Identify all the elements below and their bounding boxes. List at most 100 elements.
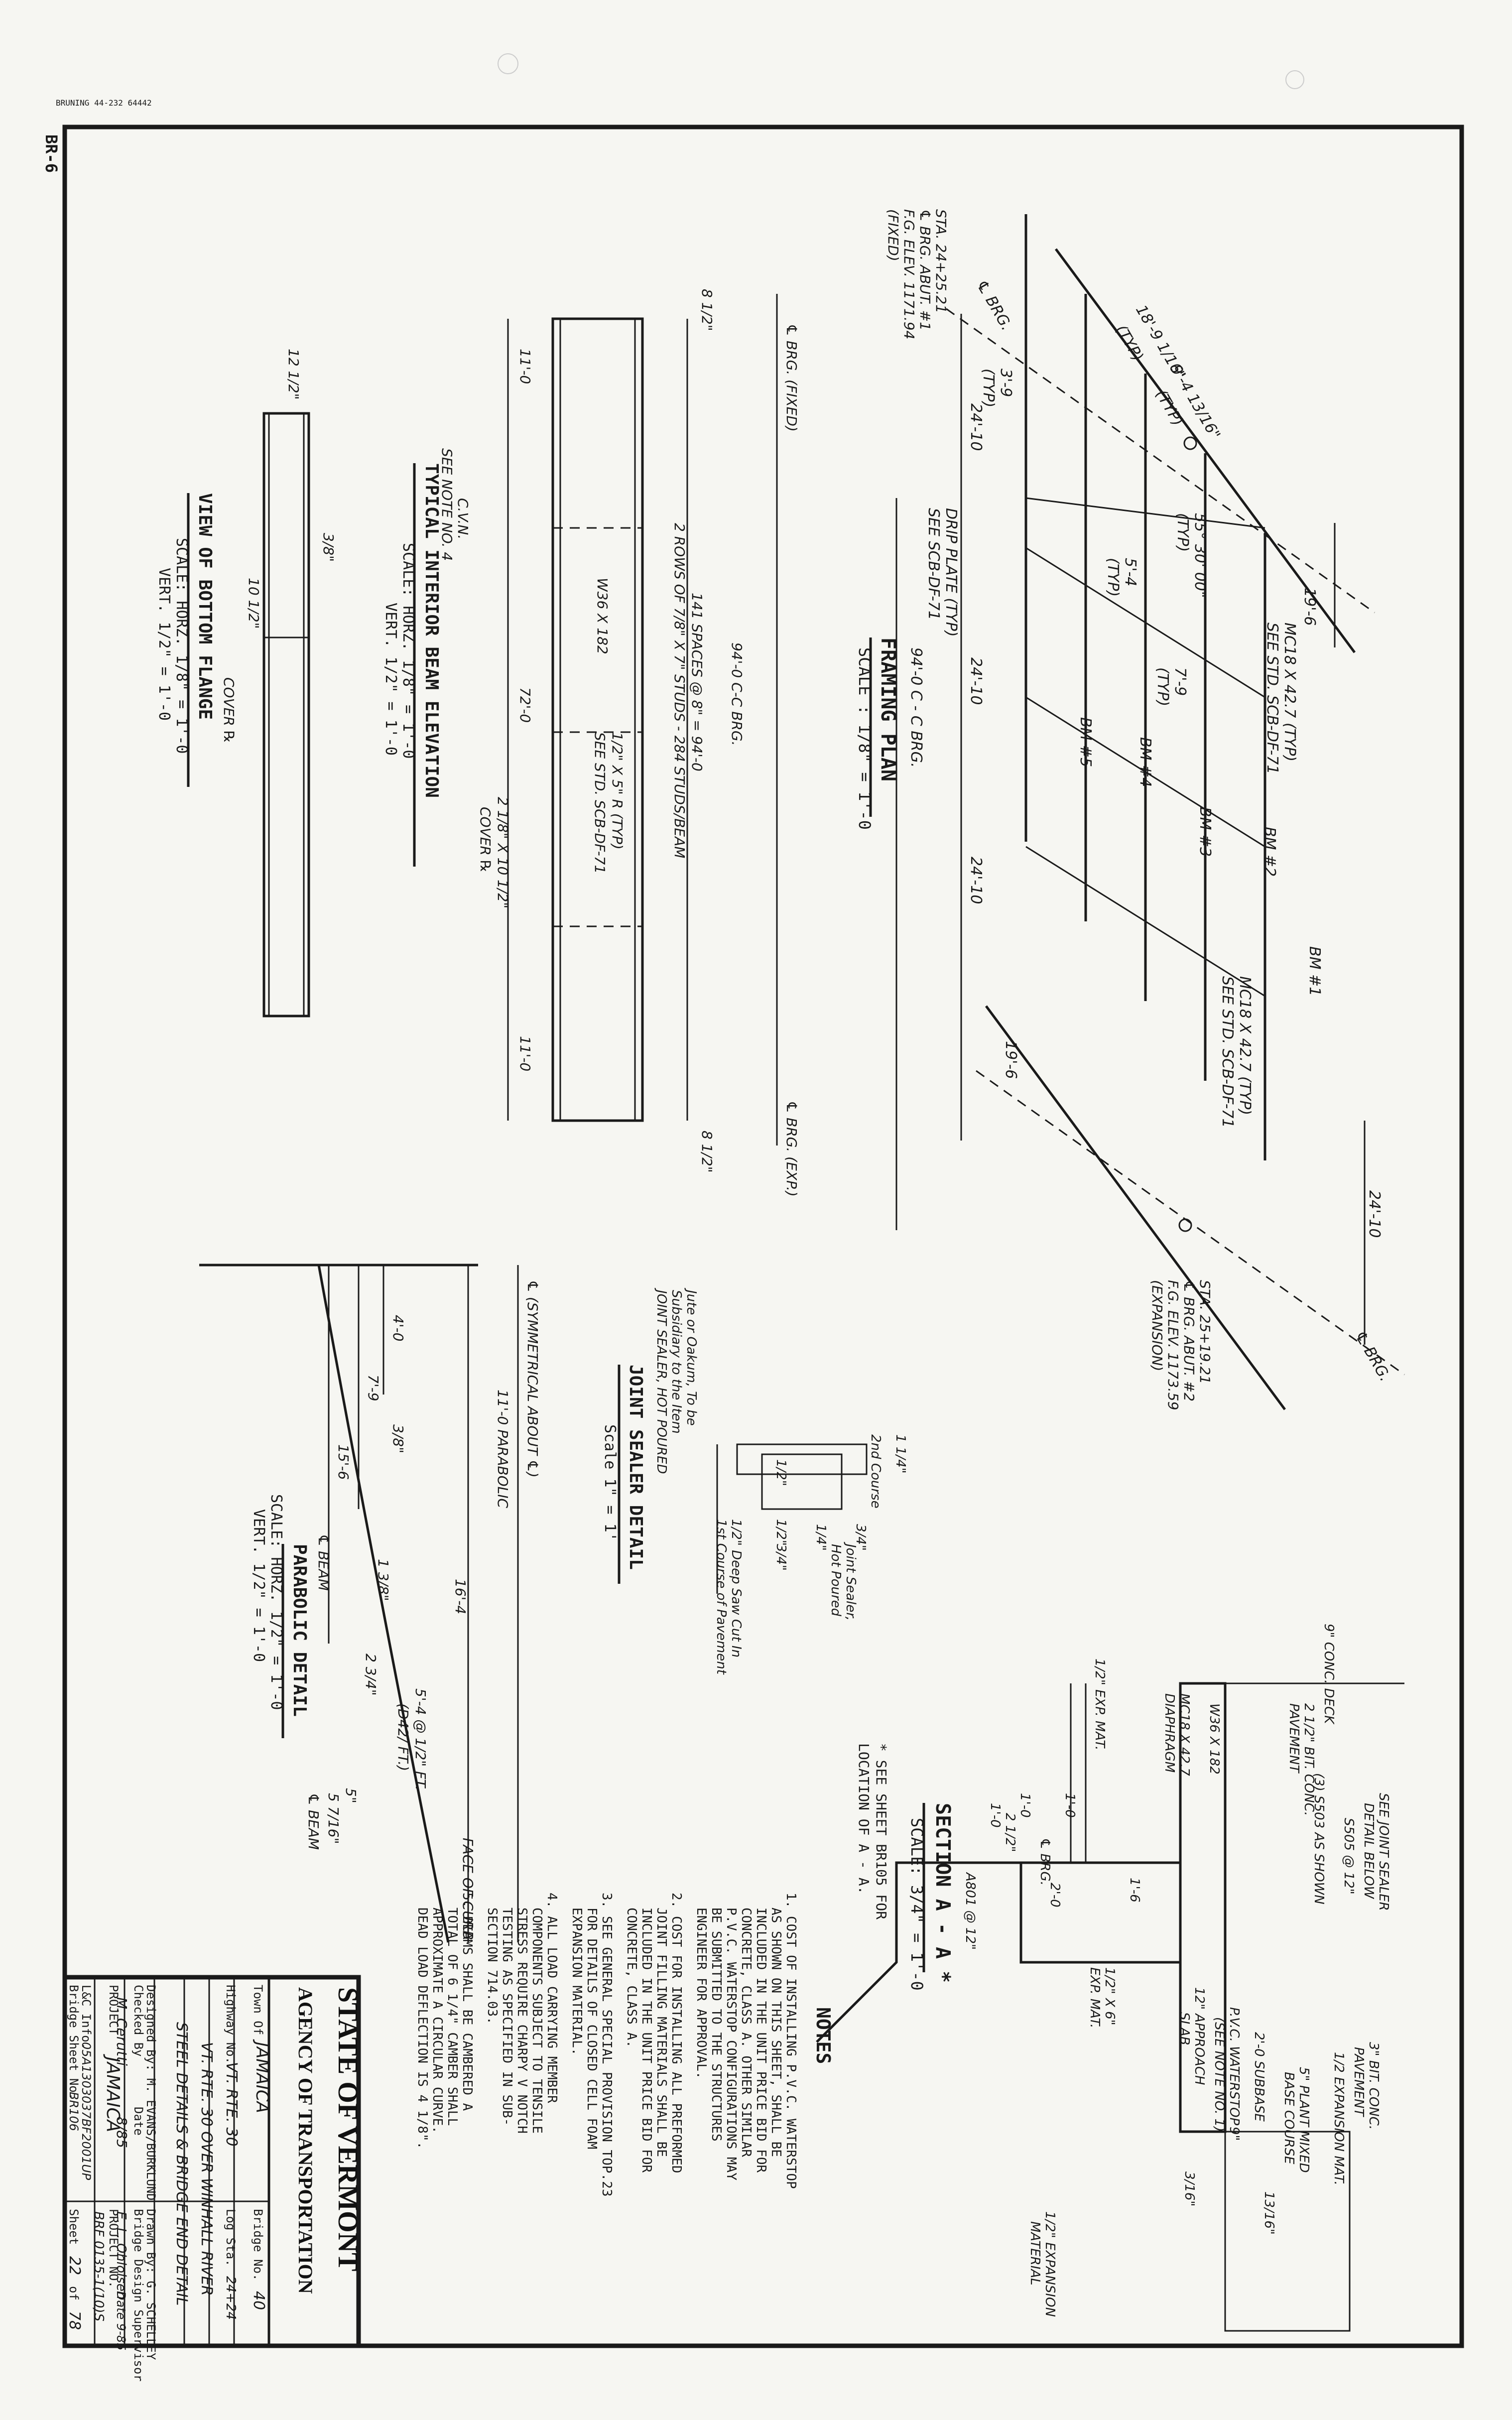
- svg-text:E. L. Ohlolsen: E. L. Ohlolsen: [114, 2211, 128, 2299]
- dim-24-10-b: 24'-10: [967, 657, 985, 705]
- svg-text:2 1/2": 2 1/2": [1003, 1813, 1017, 1852]
- joint-sealer-title: JOINT SEALER DETAIL: [626, 1365, 646, 1570]
- svg-text:COVER ℞: COVER ℞: [221, 677, 237, 743]
- svg-text:10 1/2": 10 1/2": [246, 578, 262, 629]
- svg-text:141 SPACES @ 8" = 94'-0: 141 SPACES @ 8" = 94'-0: [689, 593, 705, 771]
- svg-text:1/2" EXPANSION: 1/2" EXPANSION: [1042, 2211, 1057, 2317]
- svg-text:3/4": 3/4": [773, 1544, 788, 1571]
- svg-text:Sheet: Sheet: [67, 2209, 81, 2245]
- svg-text:3" BIT. CONC.: 3" BIT. CONC.: [1366, 2042, 1381, 2130]
- svg-text:3/8": 3/8": [390, 1424, 406, 1453]
- svg-text:40: 40: [250, 2291, 267, 2310]
- svg-text:SLAB: SLAB: [1177, 2012, 1192, 2045]
- agency-name: AGENCY OF TRANSPORTATION: [294, 1987, 317, 2294]
- svg-text:Checked By: Checked By: [131, 1985, 145, 2057]
- svg-text:24+24: 24+24: [223, 2276, 238, 2320]
- svg-text:MC18 X 42.7 (TYP): MC18 X 42.7 (TYP): [1236, 976, 1254, 1115]
- beam-label-3: BM #3: [1196, 807, 1214, 857]
- svg-text:TESTING AS SPECIFIED IN SUB-: TESTING AS SPECIFIED IN SUB-: [500, 1908, 514, 2126]
- svg-text:16'-4: 16'-4: [452, 1579, 469, 1614]
- svg-text:8 1/2": 8 1/2": [699, 289, 715, 331]
- svg-text:5'-4: 5'-4: [1122, 558, 1139, 586]
- sheet-border: [62, 125, 1464, 2348]
- svg-text:COVER ℞: COVER ℞: [477, 807, 494, 873]
- svg-text:STA. 25+19.21: STA. 25+19.21: [1197, 1280, 1213, 1384]
- svg-text:1/2 EXPANSION MAT.: 1/2 EXPANSION MAT.: [1331, 2052, 1346, 2185]
- beam-label-4: BM #4: [1136, 737, 1154, 787]
- svg-text:FOR DETAILS OF CLOSED CELL FOA: FOR DETAILS OF CLOSED CELL FOAM: [584, 1908, 599, 2149]
- beam-label-2: BM #2: [1261, 827, 1278, 877]
- svg-text:APPROXIMATE A CIRCULAR CURVE.: APPROXIMATE A CIRCULAR CURVE.: [430, 1908, 445, 2134]
- svg-text:W36 X 182: W36 X 182: [1207, 1703, 1222, 1775]
- svg-text:3/8": 3/8": [320, 533, 337, 562]
- svg-text:Date 9-85: Date 9-85: [114, 2291, 128, 2350]
- svg-text:PAVEMENT: PAVEMENT: [1286, 1703, 1301, 1774]
- svg-text:JAMAICA: JAMAICA: [252, 2039, 272, 2113]
- svg-text:1 3/8": 1 3/8": [375, 1559, 391, 1601]
- svg-text:EXP. MAT.: EXP. MAT.: [1087, 1967, 1102, 2028]
- svg-text:of: of: [67, 2286, 81, 2300]
- svg-text:7'-9: 7'-9: [1171, 667, 1189, 696]
- svg-text:SECTION 714.03.: SECTION 714.03.: [485, 1908, 500, 2025]
- beam-elevation-title: TYPICAL INTERIOR BEAM ELEVATION: [421, 463, 442, 798]
- svg-text:1/2" X 6": 1/2" X 6": [1102, 1967, 1117, 2026]
- dim-24-10-a: 24'-10: [967, 403, 985, 451]
- svg-text:2'-0 SUBBASE: 2'-0 SUBBASE: [1252, 2032, 1266, 2122]
- svg-text:℄ BRG.: ℄ BRG.: [1037, 1838, 1052, 1886]
- svg-text:7'-9: 7'-9: [365, 1375, 381, 1401]
- svg-text:1/4": 1/4": [813, 1524, 828, 1551]
- svg-text:STRESS REQUIRE CHARPY V NOTCH: STRESS REQUIRE CHARPY V NOTCH: [514, 1908, 529, 2134]
- svg-text:3. SEE GENERAL SPECIAL PROVISI: 3. SEE GENERAL SPECIAL PROVISION TOP.23: [599, 1893, 614, 2196]
- svg-text:PAVEMENT: PAVEMENT: [1351, 2047, 1366, 2117]
- bearing-line-fixed: [1054, 248, 1356, 653]
- svg-text:15'-6: 15'-6: [335, 1444, 352, 1480]
- svg-text:℄ BRG. ABUT. #1: ℄ BRG. ABUT. #1: [917, 209, 933, 331]
- sealer-block: [761, 1453, 843, 1510]
- parabolic-detail: ℄ (SYMMETRICAL ABOUT ℄) 11'-0 PARABOLIC …: [199, 1264, 541, 1943]
- svg-text:F.G. ELEV. 1171.94: F.G. ELEV. 1171.94: [901, 209, 917, 339]
- svg-text:VERT. 1/2" = 1'-0: VERT. 1/2" = 1'-0: [250, 1509, 267, 1662]
- svg-text:SEE STD. SCB-DF-71: SEE STD. SCB-DF-71: [592, 732, 608, 874]
- svg-text:(TYP): (TYP): [1104, 558, 1122, 597]
- svg-text:1/2" EXP. MAT.: 1/2" EXP. MAT.: [1092, 1658, 1107, 1750]
- svg-text:COMPONENTS SUBJECT TO TENSILE: COMPONENTS SUBJECT TO TENSILE: [529, 1908, 544, 2134]
- svg-text:DETAIL BELOW: DETAIL BELOW: [1361, 1803, 1376, 1900]
- svg-text:VERT. 1/2" = 1'-0: VERT. 1/2" = 1'-0: [382, 603, 399, 756]
- svg-text:2 1/2" BIT. CONC.: 2 1/2" BIT. CONC.: [1301, 1703, 1316, 1816]
- svg-text:Bridge Sheet No.: Bridge Sheet No.: [67, 1985, 81, 2100]
- svg-text:78: 78: [66, 2311, 83, 2330]
- brg-exp: ℄ BRG. (EXP.): [783, 1101, 800, 1197]
- beam-label-5: BM #5: [1077, 717, 1094, 767]
- svg-text:Bridge No.: Bridge No.: [251, 2209, 265, 2281]
- flange-outline: [262, 412, 310, 1018]
- paper-stamp: BRUNING 44-232 64442: [56, 98, 152, 108]
- sheet-ref: BR-6: [42, 134, 61, 173]
- svg-text:Log Sta.: Log Sta.: [224, 2209, 238, 2267]
- end-diaphragm: [1019, 1861, 1182, 1964]
- svg-text:1/2": 1/2": [773, 1459, 788, 1486]
- svg-text:MATERIAL: MATERIAL: [1027, 2221, 1042, 2286]
- svg-text:12" APPROACH: 12" APPROACH: [1192, 1987, 1207, 2085]
- svg-text:℄ BRG. ABUT. #2: ℄ BRG. ABUT. #2: [1181, 1280, 1197, 1401]
- svg-text:1/2": 1/2": [773, 1519, 788, 1546]
- svg-text:(3) S503 AS SHOWN: (3) S503 AS SHOWN: [1311, 1773, 1326, 1905]
- svg-text:1. COST OF INSTALLING P.V.C. W: 1. COST OF INSTALLING P.V.C. WATERSTOP: [783, 1893, 798, 2189]
- svg-text:VERT. 1/2" = 1'-0: VERT. 1/2" = 1'-0: [155, 568, 173, 721]
- svg-text:F.G. ELEV. 1173.59: F.G. ELEV. 1173.59: [1165, 1280, 1181, 1410]
- dim-94-cc: 94'-0 C - C BRG.: [907, 647, 925, 767]
- svg-text:9" CONC. DECK: 9" CONC. DECK: [1321, 1624, 1336, 1725]
- section-aa-title: SECTION A - A *: [931, 1803, 954, 1983]
- svg-text:Designed By: M. EVANS/BURKLUND: Designed By: M. EVANS/BURKLUND: [144, 1985, 158, 2200]
- svg-text:BR106: BR106: [67, 2092, 81, 2131]
- svg-text:SEE NOTE NO. 4: SEE NOTE NO. 4: [439, 448, 455, 561]
- svg-text:DRIP PLATE (TYP): DRIP PLATE (TYP): [942, 508, 960, 637]
- svg-text:AS SHOWN ON THIS SHEET, SHALL: AS SHOWN ON THIS SHEET, SHALL BE: [768, 1908, 783, 2157]
- svg-text:SEE SCB-DF-71: SEE SCB-DF-71: [925, 508, 942, 620]
- joint-sealer-detail: 1 1/4" 2nd Course 3/4" 1/4" 1/2" 1/2" 3/…: [601, 1287, 908, 1675]
- svg-text:W36 X 182: W36 X 182: [594, 578, 611, 654]
- svg-text:℄ BEAM: ℄ BEAM: [315, 1534, 332, 1591]
- beam-elevation: ℄ BRG. (FIXED) ℄ BRG. (EXP.) 8 1/2" 8 1/…: [382, 289, 800, 1197]
- notes: NOTES 1. COST OF INSTALLING P.V.C. WATER…: [415, 1893, 834, 2196]
